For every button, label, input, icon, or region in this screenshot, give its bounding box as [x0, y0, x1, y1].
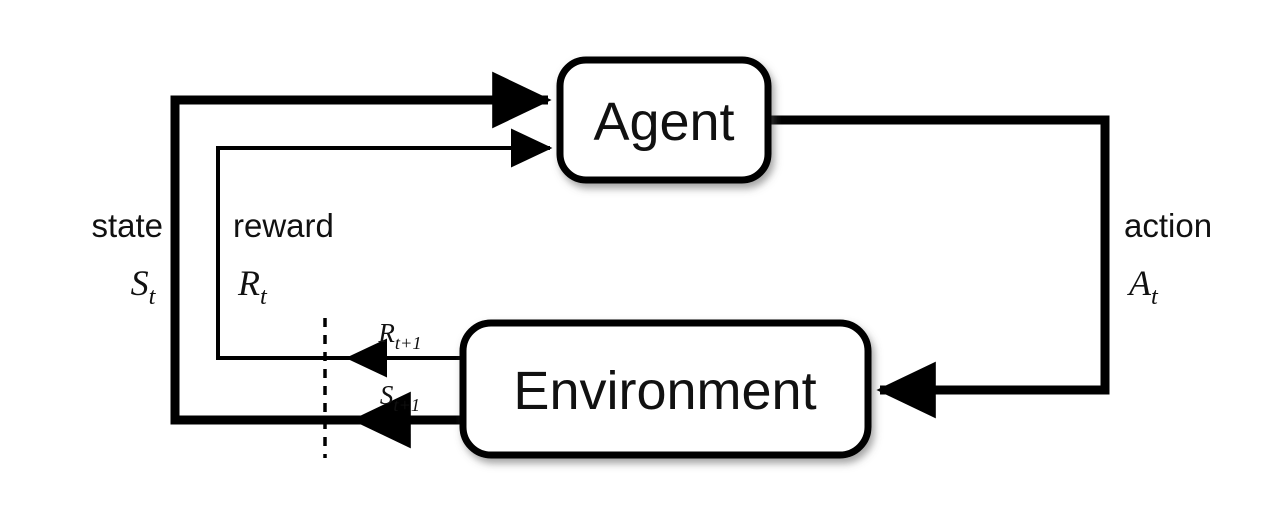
state-symbol-sub: t	[149, 283, 157, 310]
state-next-symbol-sub: t+1	[393, 395, 420, 415]
environment-box[interactable]	[459, 319, 872, 459]
action-label-symbol: At	[1127, 263, 1159, 310]
state-label-symbol: St	[131, 263, 157, 310]
environment-node[interactable]: Environment	[459, 319, 872, 459]
action-symbol-base: A	[1127, 263, 1152, 303]
action-edge-path	[768, 115, 1110, 419]
state-edge-label: state St	[91, 207, 163, 310]
reward-next-symbol: Rt+1	[377, 318, 421, 353]
state-next-label: St+1	[380, 380, 420, 415]
action-symbol-sub: t	[1151, 283, 1159, 310]
reward-next-label: Rt+1	[377, 318, 421, 353]
agent-node[interactable]: Agent	[556, 56, 772, 184]
action-label-word: action	[1124, 207, 1212, 244]
reward-symbol-base: R	[237, 263, 260, 303]
reward-symbol-sub: t	[260, 283, 268, 310]
reward-next-symbol-sub: t+1	[395, 333, 422, 353]
reward-next-symbol-base: R	[377, 318, 395, 348]
agent-box[interactable]	[556, 56, 772, 184]
state-symbol-base: S	[131, 263, 149, 303]
reward-label-symbol: Rt	[237, 263, 268, 310]
reward-edge-label: reward Rt	[233, 207, 334, 310]
state-next-symbol: St+1	[380, 380, 420, 415]
state-next-symbol-base: S	[380, 380, 394, 410]
reward-label-word: reward	[233, 207, 334, 244]
agent-label: Agent	[593, 92, 734, 152]
action-edge-label: action At	[1124, 207, 1212, 310]
state-label-word: state	[91, 207, 163, 244]
environment-label: Environment	[513, 361, 816, 421]
